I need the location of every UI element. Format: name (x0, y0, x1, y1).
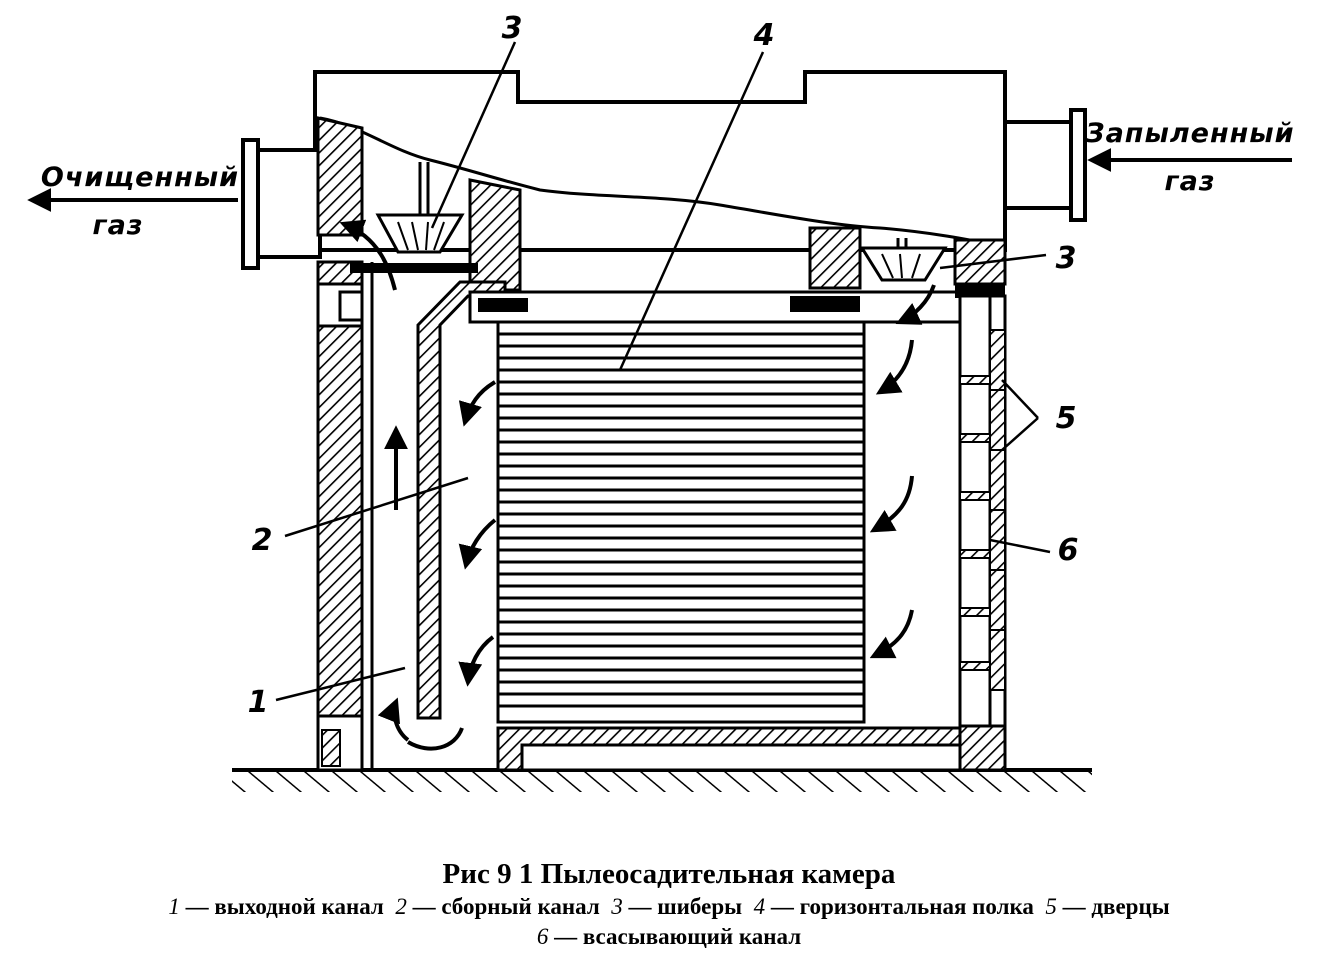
inlet-gas-label-1: Запыленный (1084, 118, 1294, 149)
inlet-pipe (1003, 108, 1087, 222)
legend-num-4: 4 (753, 894, 766, 919)
caption-title: Рис 9 1 Пылеосадительная камера (442, 858, 896, 890)
legend-num-6: 6 (536, 924, 549, 949)
label-damper-right: 3 (1056, 241, 1077, 276)
label-outlet-channel: 1 (248, 685, 269, 720)
outlet-gas-label-1: Очищенный (41, 162, 239, 193)
outlet-gas-label-2: газ (92, 210, 143, 241)
legend-num-2: 2 (395, 894, 407, 919)
legend-text-5: — дверцы (1062, 894, 1170, 919)
leader-lines (275, 41, 1051, 702)
caption-legend-line-2: 6 — всасывающий канал (0, 922, 1338, 952)
ground (232, 768, 1092, 792)
flow-arrows (27, 148, 1292, 751)
horizontal-shelves (496, 320, 866, 724)
label-suction-channel: 6 (1058, 533, 1079, 568)
right-partition-block (808, 226, 862, 290)
inlet-gas-label-2: газ (1164, 166, 1215, 197)
label-collection-channel: 2 (252, 523, 273, 558)
legend-num-5: 5 (1045, 894, 1057, 919)
legend-text-4: — горизонтальная полка (770, 894, 1034, 919)
dust-settling-chamber-diagram: Очищенный газ Запыленный газ 1 2 3 3 4 5… (27, 11, 1294, 792)
outlet-pipe (241, 138, 322, 270)
baffle (416, 280, 507, 720)
right-wall (953, 238, 1007, 772)
seal-right (790, 296, 860, 312)
seal-left (478, 298, 528, 312)
legend-num-3: 3 (611, 894, 623, 919)
legend-text-1: — выходной канал (185, 894, 384, 919)
left-wall (316, 116, 364, 772)
label-damper-left: 3 (502, 11, 523, 46)
legend-text-3: — шиберы (628, 894, 743, 919)
right-damper (859, 238, 948, 282)
legend-text-6: — всасывающий канал (554, 924, 802, 949)
partition-block (468, 178, 522, 292)
left-damper (350, 162, 478, 273)
legend-text-2: — сборный канал (412, 894, 600, 919)
cutaway-line (319, 116, 1003, 248)
foundation (496, 726, 1007, 772)
caption-legend-line-1: 1 — выходной канал 2 — сборный канал 3 —… (0, 892, 1338, 922)
figure-caption: Рис 9 1 Пылеосадительная камера 1 — выхо… (0, 856, 1338, 952)
label-shelf: 4 (753, 18, 775, 53)
legend-num-1: 1 (168, 894, 180, 919)
label-doors: 5 (1056, 401, 1077, 436)
